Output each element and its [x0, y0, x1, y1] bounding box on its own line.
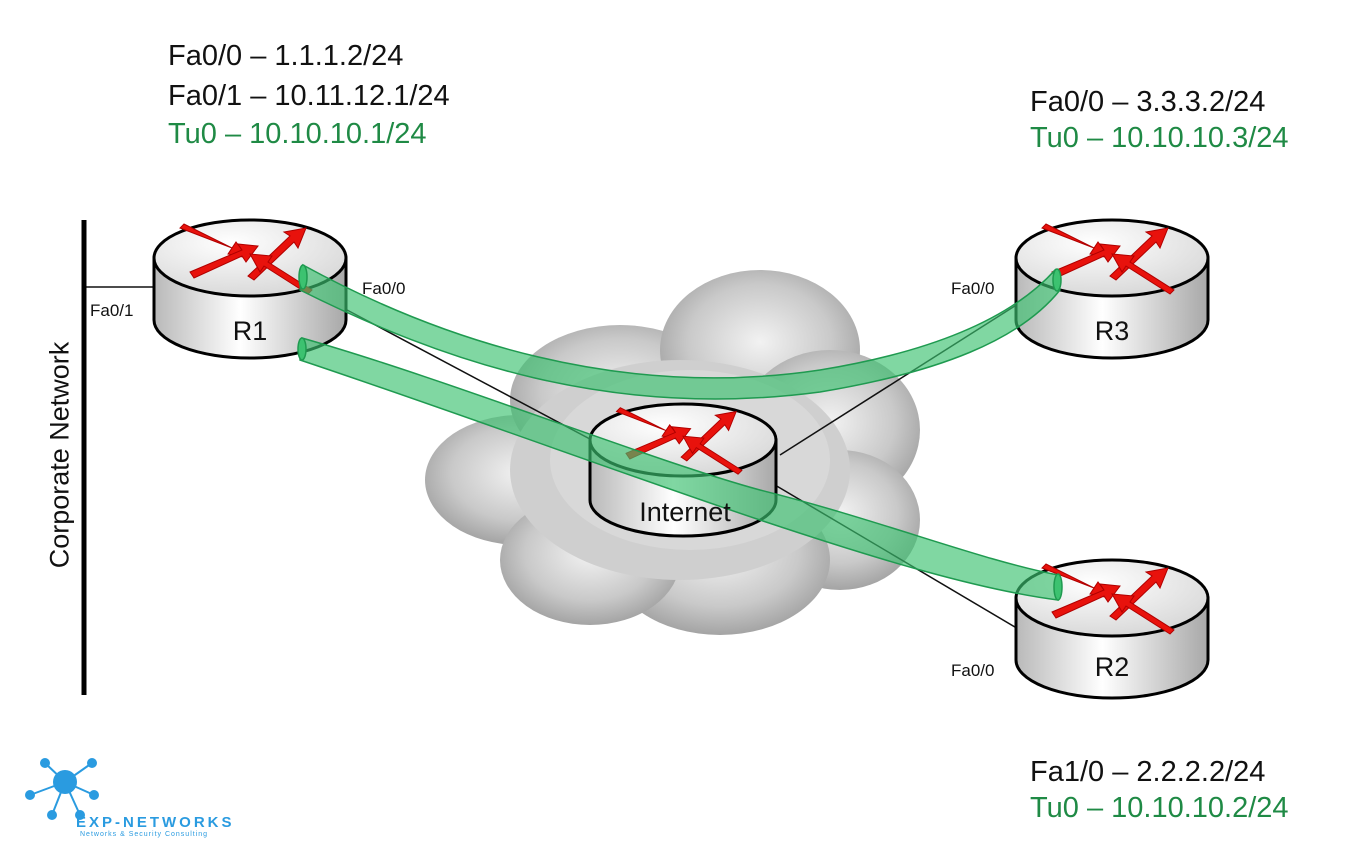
r1-tunnel-address: Tu0 – 10.10.10.1/24 [168, 118, 427, 150]
logo-name: EXP-NETWORKS [76, 814, 235, 831]
tunnels [297, 263, 1063, 601]
r2-fa10-address: Fa1/0 – 2.2.2.2/24 [1030, 756, 1266, 788]
r1-label: R1 [233, 316, 268, 346]
tunnel-r1-r3-end [1052, 268, 1062, 292]
tunnel-r1-r3 [299, 263, 1061, 400]
r1-port-fa01: Fa0/1 [90, 301, 134, 320]
r2-label: R2 [1095, 652, 1130, 682]
exp-networks-logo: EXP-NETWORKS Networks & Security Consult… [25, 758, 235, 838]
r1-fa01-address: Fa0/1 – 10.11.12.1/24 [168, 80, 450, 112]
r2-port-fa00: Fa0/0 [951, 661, 995, 680]
r3-tunnel-address: Tu0 – 10.10.10.3/24 [1030, 122, 1289, 154]
r3-fa00-address: Fa0/0 – 3.3.3.2/24 [1030, 86, 1266, 118]
tunnel-r1-r3-start [298, 264, 308, 290]
tunnel-r1-r2-end [1053, 573, 1063, 601]
corporate-network-label: Corporate Network [44, 341, 75, 569]
r1-fa00-address: Fa0/0 – 1.1.1.2/24 [168, 40, 404, 72]
internet-label: Internet [639, 497, 731, 527]
logo-tagline: Networks & Security Consulting [80, 831, 208, 838]
r3-port-fa00: Fa0/0 [951, 279, 995, 298]
tunnel-r1-r2-start [297, 337, 307, 361]
r1-port-fa00: Fa0/0 [362, 279, 406, 298]
r2-router-icon [1014, 558, 1210, 700]
r3-label: R3 [1095, 316, 1130, 346]
r3-router-icon [1014, 218, 1210, 360]
r1-router-icon [152, 218, 348, 360]
r2-tunnel-address: Tu0 – 10.10.10.2/24 [1030, 792, 1289, 824]
